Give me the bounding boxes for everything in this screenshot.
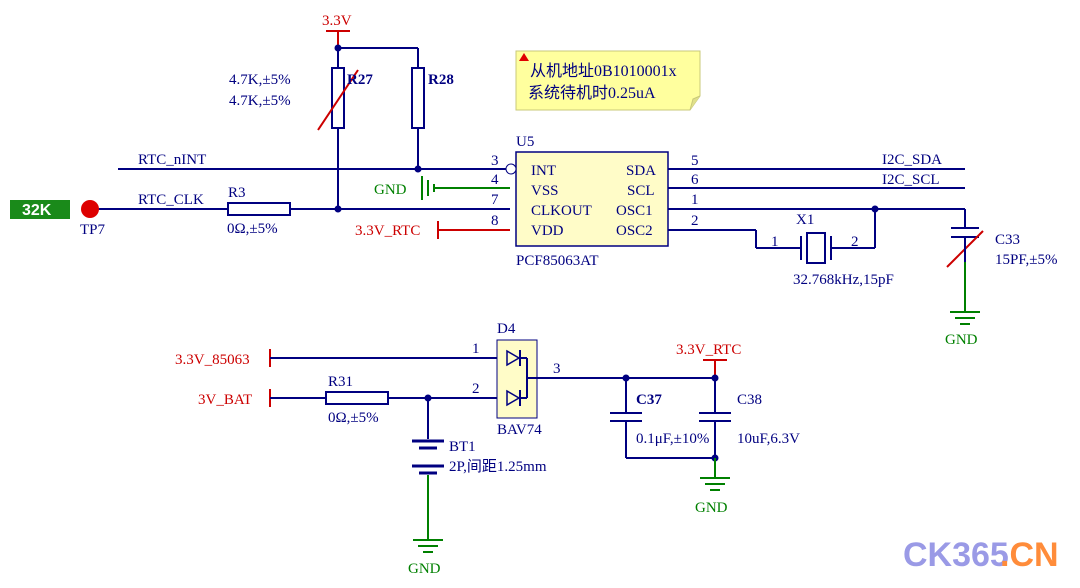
rtc-clk-label: RTC_CLK [138, 192, 204, 208]
net-label-32k: 32K [10, 200, 70, 219]
r31-resistor-body [325, 391, 389, 405]
r3-ref: R3 [228, 185, 246, 201]
d4-ref: D4 [497, 321, 516, 337]
c38-value: 10uF,6.3V [737, 431, 800, 447]
c37-c38-gnd-symbol: GND [626, 454, 730, 516]
d4-pin3: 3 [553, 361, 561, 377]
r31-value: 0Ω,±5% [328, 410, 379, 426]
u5-part: PCF85063AT [516, 253, 599, 269]
bt1-ref: BT1 [449, 439, 476, 455]
i2c-sda-label: I2C_SDA [882, 152, 942, 168]
bt1-gnd-label: GND [408, 561, 441, 577]
r27-dnp-slash [317, 69, 359, 131]
u5-pin-num-2-visible: 2 [691, 213, 699, 229]
u5-body [515, 151, 669, 247]
net-i2c-scl: I2C_SCL [668, 172, 965, 189]
r31-ref: R31 [328, 374, 353, 390]
d4-diode: D4 BAV74 3 [496, 321, 715, 438]
u5-pin-name-scl: SCL [627, 183, 655, 199]
u5-pin-num-7: 7 [491, 192, 499, 208]
bt1-value: 2P,间距1.25mm [449, 458, 547, 475]
u5-pin-num-3: 3 [491, 153, 499, 169]
pullup-network: 4.7K,±5% 4.7K,±5% R27 R28 [229, 44, 454, 213]
bt1-battery: BT1 2P,间距1.25mm [412, 398, 547, 475]
u5-ref: U5 [516, 134, 534, 150]
r28-ref: R28 [428, 72, 454, 88]
top-3v3-power-port: 3.3V [322, 13, 352, 48]
d4-part: BAV74 [497, 422, 542, 438]
c33-capacitor: C33 15PF,±5% [946, 227, 1057, 268]
watermark-part1: CK365 [903, 536, 1009, 574]
top-3v3-label: 3.3V [322, 13, 352, 29]
tp7-ref: TP7 [80, 222, 106, 238]
r28-value: 4.7K,±5% [229, 93, 291, 109]
u5-pin-name-vdd: VDD [531, 223, 564, 239]
testpoint-tp7: TP7 [80, 200, 106, 238]
c38-ref: C38 [737, 392, 762, 408]
net-32k-label: 32K [22, 202, 52, 219]
tp7-pad [81, 200, 99, 218]
note-box: 从机地址0B1010001x 系统待机时0.25uA [515, 50, 701, 111]
x1-pin2: 2 [851, 234, 859, 250]
note-line-1: 从机地址0B1010001x [530, 62, 677, 80]
rtc-out-power-port: 3.3V_RTC [676, 342, 741, 378]
u5-pin-name-vss: VSS [531, 183, 559, 199]
u5-pin-name-clkout: CLKOUT [531, 203, 592, 219]
d4-pin2: 2 [472, 381, 480, 397]
c37-ref: C37 [636, 392, 662, 408]
x1-ref: X1 [796, 212, 814, 228]
junction-dot [334, 44, 342, 52]
c37-gnd-label: GND [695, 500, 728, 516]
v33-rtc-out-label: 3.3V_RTC [676, 342, 741, 358]
c37-value: 0.1μF,±10% [636, 431, 709, 447]
u5-pin-name-osc2: OSC2 [616, 223, 653, 239]
r3-resistor-body [227, 202, 291, 216]
u5-pin-num-5: 5 [691, 153, 699, 169]
c33-gnd-label: GND [945, 332, 978, 348]
net-i2c-sda: I2C_SDA [668, 152, 965, 170]
x1-value: 32.768kHz,15pF [793, 272, 894, 288]
rtc-nint-label: RTC_nINT [138, 152, 206, 168]
r27-resistor-body [331, 67, 345, 129]
u5-pin-name-int: INT [531, 163, 556, 179]
v3-bat-label: 3V_BAT [198, 392, 252, 408]
x1-pin1: 1 [771, 234, 779, 250]
c33-value: 15PF,±5% [995, 252, 1057, 268]
d4-pin1: 1 [472, 341, 480, 357]
u5-vdd-power-port: 3.3V_RTC [355, 221, 510, 239]
u5-pin-num-1: 1 [691, 192, 699, 208]
r28-resistor-body [411, 67, 425, 129]
u5-ic: U5 PCF85063AT INT VSS CLKOUT VDD 3 4 7 8… [491, 134, 699, 269]
v33-85063-label: 3.3V_85063 [175, 352, 250, 368]
c33-gnd-symbol: GND [945, 262, 980, 348]
net-rtc-nint: RTC_nINT [118, 152, 510, 170]
u5-pin-num-8: 8 [491, 213, 499, 229]
watermark-part2: .CN [1000, 536, 1059, 574]
watermark-logo: CK365 .CN [903, 536, 1059, 574]
c33-ref: C33 [995, 232, 1020, 248]
c38-capacitor: C38 10uF,6.3V [699, 374, 800, 458]
u5-pin-num-4: 4 [491, 172, 499, 188]
c37-capacitor: C37 0.1μF,±10% [610, 374, 709, 458]
u5-gnd-symbol: GND [374, 176, 510, 200]
u5-vdd-label: 3.3V_RTC [355, 223, 420, 239]
note-line-2: 系统待机时0.25uA [528, 84, 656, 102]
r27-value: 4.7K,±5% [229, 72, 291, 88]
note-marker-icon [519, 53, 529, 61]
bt1-gnd-symbol: GND [408, 475, 443, 577]
port-3v-bat: 3V_BAT R31 0Ω,±5% 2 [198, 374, 500, 426]
i2c-scl-label: I2C_SCL [882, 172, 940, 188]
u5-gnd-label: GND [374, 182, 407, 198]
u5-pin-num-6: 6 [691, 172, 699, 188]
u5-int-bubble [505, 163, 517, 175]
x1-crystal: X1 1 2 32.768kHz,15pF [771, 212, 894, 288]
r3-value: 0Ω,±5% [227, 221, 278, 237]
u5-pin-name-osc1: OSC1 [616, 203, 653, 219]
r27-ref: R27 [347, 72, 373, 88]
u5-pin-name-sda: SDA [626, 163, 656, 179]
net-osc [668, 205, 966, 249]
net-rtc-clk: RTC_CLK R3 0Ω,±5% [95, 185, 510, 237]
port-3v3-85063: 3.3V_85063 1 [175, 341, 500, 368]
